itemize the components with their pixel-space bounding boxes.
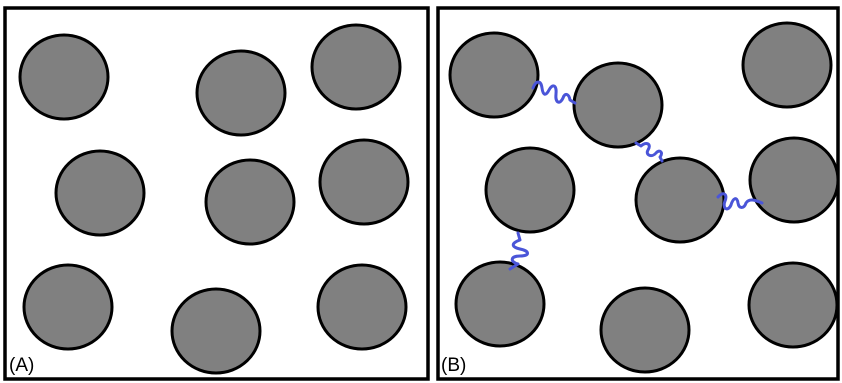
particle: [750, 138, 838, 222]
panel-b-label: (B): [441, 355, 466, 376]
particle: [24, 265, 112, 349]
particle: [197, 51, 285, 135]
particle: [56, 151, 144, 235]
particle: [743, 23, 831, 107]
particle: [749, 263, 837, 347]
particle: [318, 265, 406, 349]
particle: [320, 140, 408, 224]
particle: [450, 33, 538, 117]
particle: [172, 289, 260, 373]
particle: [312, 25, 400, 109]
particle: [20, 35, 108, 119]
particle: [486, 148, 574, 232]
panel-a-label: (A): [9, 355, 34, 376]
particle: [206, 160, 294, 244]
particle: [456, 262, 544, 346]
particle: [574, 63, 662, 147]
particle: [601, 288, 689, 372]
panel-a: (A): [5, 8, 428, 379]
panel-b: (B): [438, 8, 838, 379]
particle: [636, 158, 724, 242]
